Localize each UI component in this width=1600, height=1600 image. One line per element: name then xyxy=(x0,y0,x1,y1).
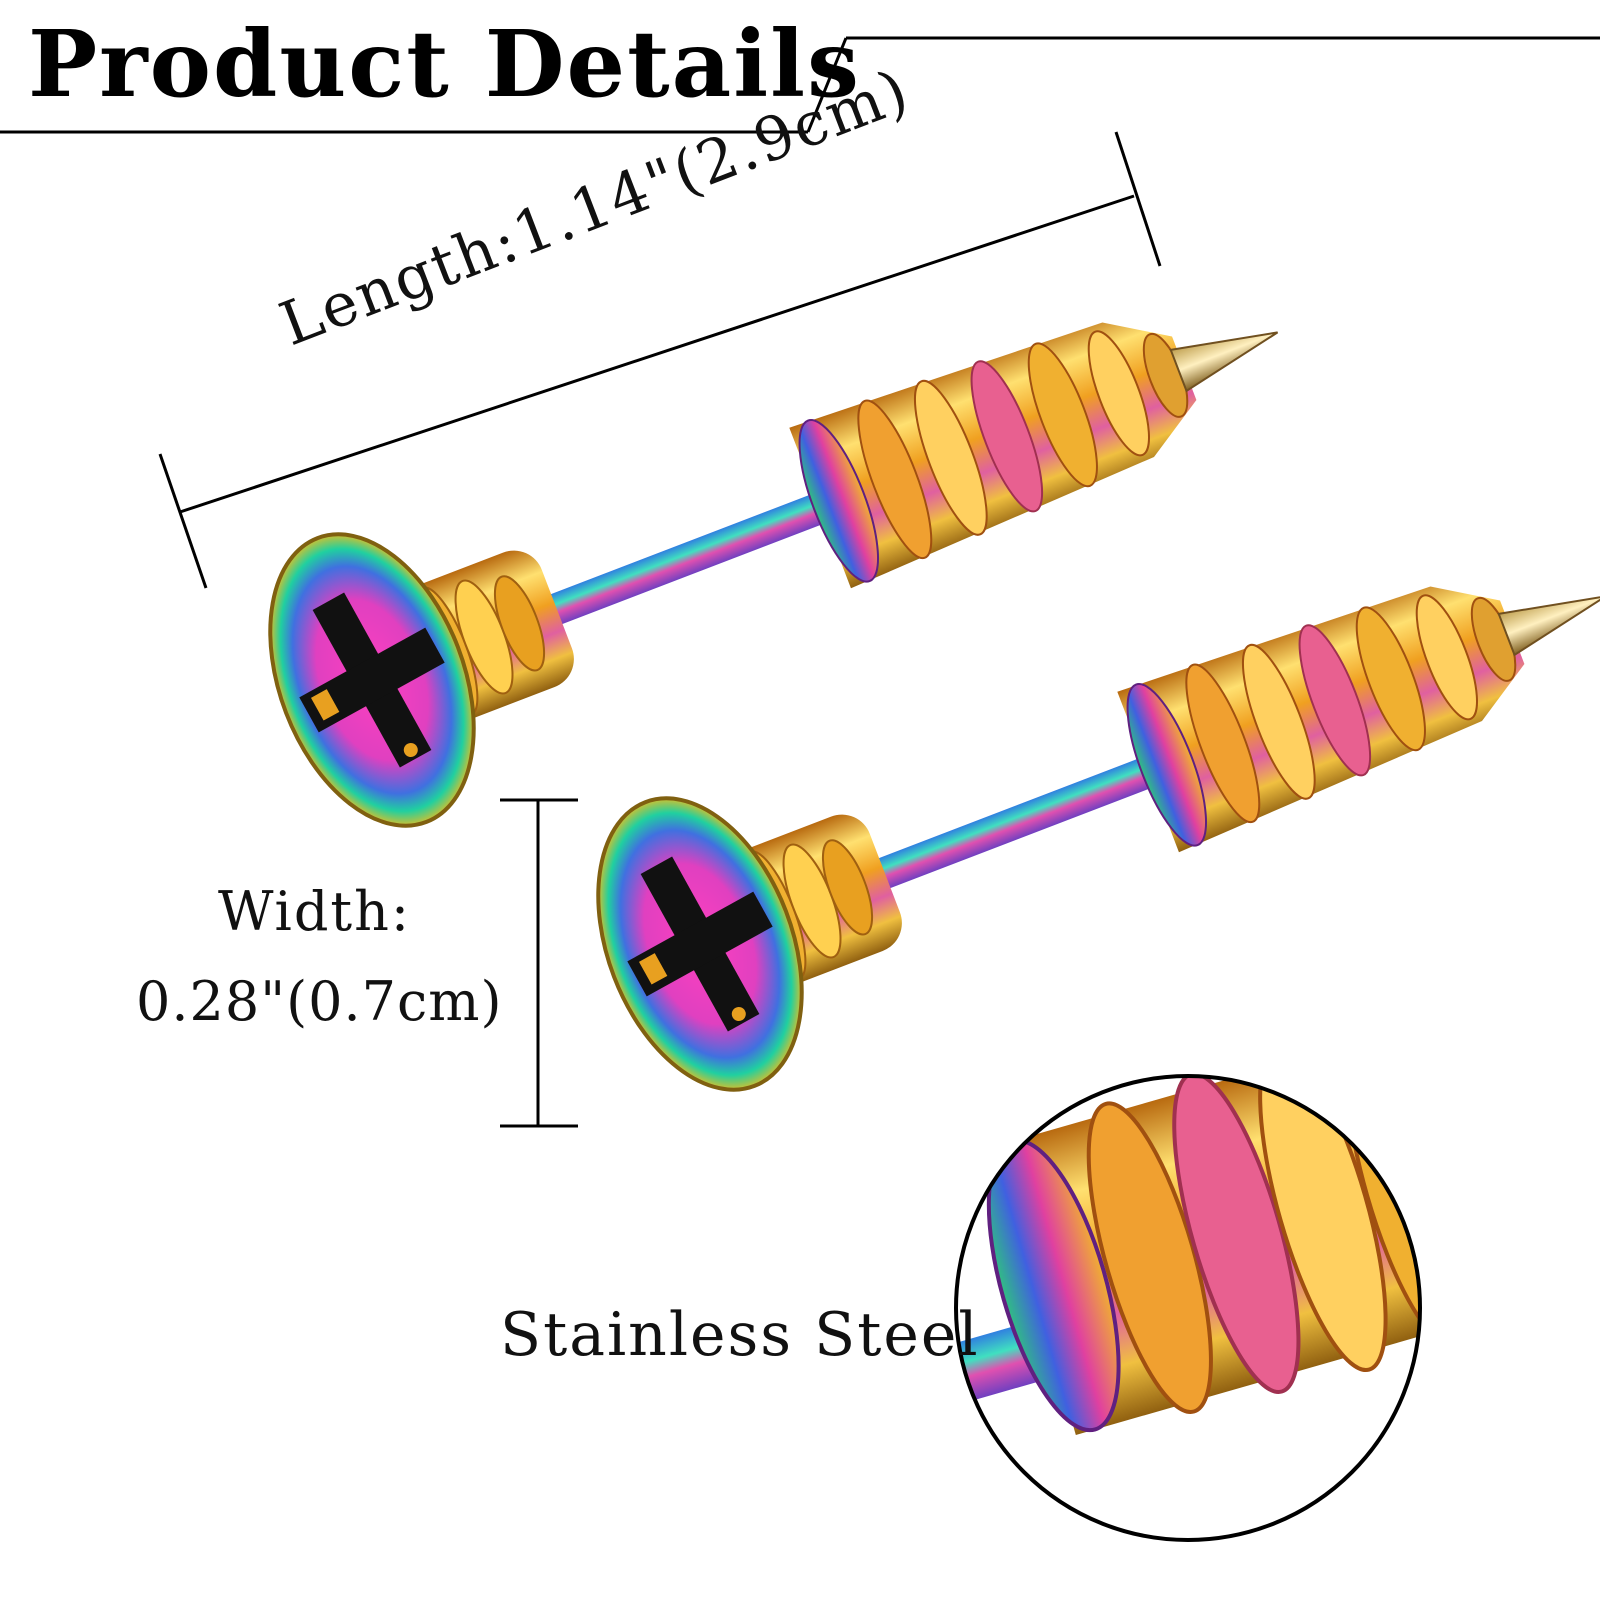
title-rule xyxy=(0,36,1600,134)
material-zoom-circle xyxy=(954,1074,1422,1542)
width-dimension-line xyxy=(500,798,578,1128)
material-label: Stainless Steel xyxy=(500,1300,980,1370)
width-label-value: 0.28"(0.7cm) xyxy=(136,970,503,1033)
page-title: Product Details xyxy=(28,10,861,118)
length-dimension-line xyxy=(158,131,1162,589)
width-label-title: Width: xyxy=(218,880,412,943)
